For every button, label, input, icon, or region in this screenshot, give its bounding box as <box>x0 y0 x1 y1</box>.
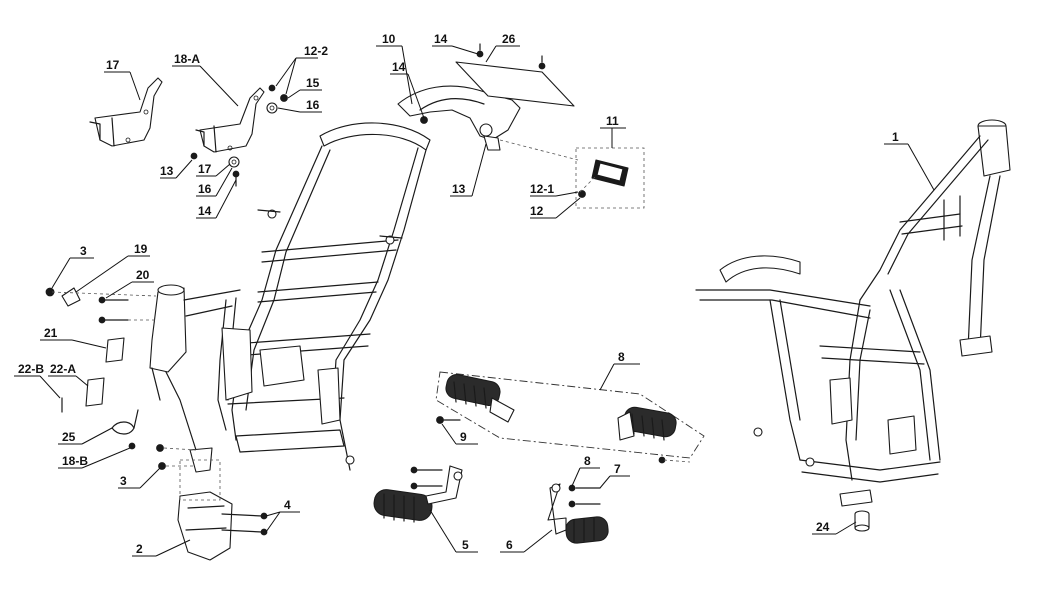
label-24: 24 <box>816 520 830 534</box>
assembled-frame-1 <box>695 119 1011 507</box>
footrest-5 <box>373 465 463 523</box>
label-21: 20 <box>136 268 150 282</box>
skid-plate-2 <box>177 459 268 561</box>
label-20: 19 <box>134 242 148 256</box>
label-6: 6 <box>506 538 513 552</box>
label-18a: 17 <box>106 58 120 72</box>
label-10: 9 <box>460 430 467 444</box>
label-14c: 14 <box>198 204 212 218</box>
bracket-18b <box>195 87 265 153</box>
label-22a: 21 <box>44 326 58 340</box>
label-14d: 14 <box>434 32 448 46</box>
bracket-18a <box>89 77 163 147</box>
hardware-top-left <box>190 84 288 187</box>
label-1: 1 <box>892 130 899 144</box>
label-25: 25 <box>62 430 76 444</box>
reflector-12 <box>499 139 645 209</box>
label-15: 14 <box>392 60 406 74</box>
label-12-1: 12 <box>530 204 544 218</box>
label-13b: 13 <box>452 182 466 196</box>
label-23: 22-B <box>18 362 44 376</box>
bushing-24 <box>854 510 870 532</box>
label-3a: 3 <box>80 244 87 258</box>
label-11: 10 <box>382 32 396 46</box>
label-12-2: 12-1 <box>530 182 554 196</box>
label-8b: 8 <box>584 454 591 468</box>
label-3b: 3 <box>120 474 127 488</box>
label-7: 7 <box>614 462 621 476</box>
fender-stay-11 <box>397 85 521 151</box>
label-14b: 13 <box>160 164 174 178</box>
front-neck-left <box>45 284 241 473</box>
passenger-footrests-9 <box>435 371 705 464</box>
label-14a: 12-2 <box>304 44 328 58</box>
label-16b: 16 <box>198 182 212 196</box>
label-5: 5 <box>462 538 469 552</box>
label-17a: 16 <box>306 98 320 112</box>
label-17b: 17 <box>198 162 212 176</box>
label-12: 11 <box>606 114 619 128</box>
label-16a: 15 <box>306 76 320 90</box>
label-18b: 18-A <box>174 52 200 66</box>
label-4: 4 <box>284 498 291 512</box>
main-frame-center <box>217 122 431 471</box>
label-26: 26 <box>502 32 516 46</box>
callout-labels: 17 18-A 12-2 15 16 13 17 16 14 10 14 14 … <box>18 32 899 556</box>
label-9: 8 <box>618 350 625 364</box>
label-22b: 22-A <box>50 362 76 376</box>
label-2: 2 <box>136 542 143 556</box>
footrest-6 <box>547 483 609 544</box>
label-19: 18-B <box>62 454 88 468</box>
callout-leaders <box>14 45 935 557</box>
